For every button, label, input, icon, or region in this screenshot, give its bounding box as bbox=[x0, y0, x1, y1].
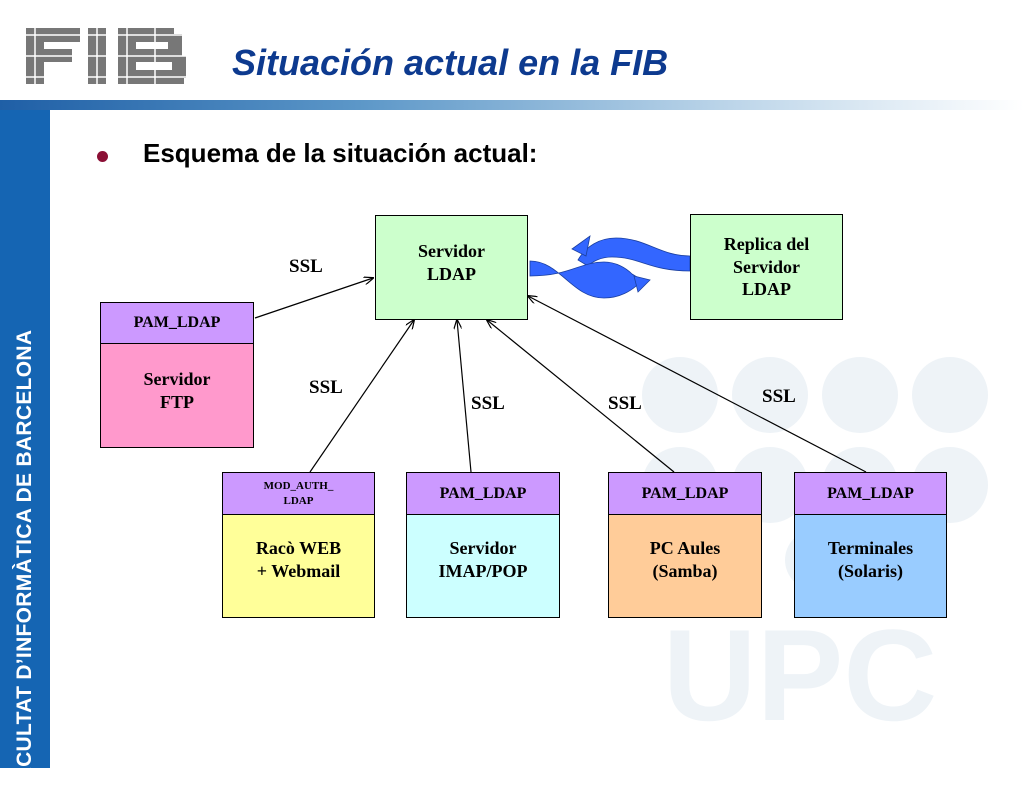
imap-module-label: PAM_LDAP bbox=[406, 472, 560, 514]
terminales-module-label: PAM_LDAP bbox=[794, 472, 947, 514]
terminales-server-box: Terminales (Solaris) bbox=[794, 514, 947, 618]
ftp-module-label: PAM_LDAP bbox=[100, 302, 254, 343]
arrow-web-ldap bbox=[309, 320, 414, 473]
web-server-box: Racò WEB + Webmail bbox=[222, 514, 375, 618]
ldap-server-box: Servidor LDAP bbox=[375, 215, 528, 320]
arrow-terminales-ldap bbox=[528, 296, 867, 473]
watermark-text: UPC bbox=[663, 602, 937, 748]
imap-server-box: Servidor IMAP/POP bbox=[406, 514, 560, 618]
aules-server-box: PC Aules (Samba) bbox=[608, 514, 762, 618]
ftp-server-box: Servidor FTP bbox=[100, 343, 254, 448]
ldap-replica-box: Replica del Servidor LDAP bbox=[690, 214, 843, 320]
diagram-connectors bbox=[254, 235, 867, 473]
header-divider bbox=[0, 100, 1024, 110]
arrow-ftp-ldap bbox=[254, 278, 373, 319]
bullet-icon bbox=[97, 151, 108, 162]
ssl-label: SSL bbox=[762, 386, 796, 407]
ssl-label: SSL bbox=[608, 393, 642, 414]
ssl-label: SSL bbox=[471, 393, 505, 414]
web-module-label: MOD_AUTH_ LDAP bbox=[222, 472, 375, 514]
page-title: Situación actual en la FIB bbox=[232, 42, 669, 83]
ssl-label: SSL bbox=[309, 377, 343, 398]
arrow-imap-ldap bbox=[457, 320, 472, 473]
sidebar-band: FACULTAT D’INFORMÀTICA DE BARCELONA bbox=[0, 110, 50, 794]
aules-module-label: PAM_LDAP bbox=[608, 472, 762, 514]
ssl-label: SSL bbox=[289, 256, 323, 277]
fib-logo bbox=[22, 24, 190, 88]
arrow-aules-ldap bbox=[487, 320, 675, 473]
replication-arrows bbox=[529, 235, 691, 299]
bullet-text: Esquema de la situación actual: bbox=[143, 138, 538, 168]
